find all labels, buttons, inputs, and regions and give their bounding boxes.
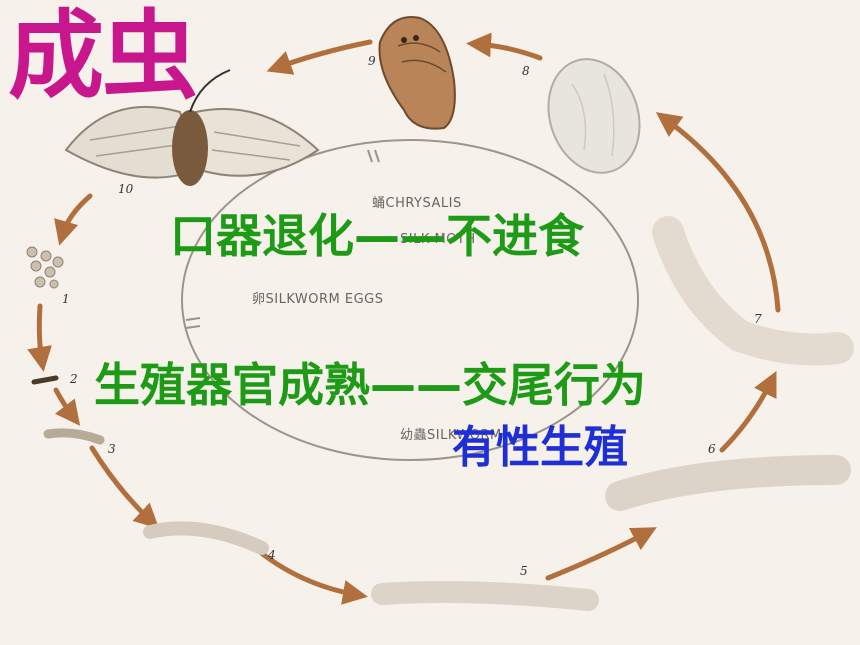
stage-number-7: 7 <box>754 312 762 326</box>
annotation-mouthparts: 口器退化——不进食 <box>170 209 584 263</box>
arrow-6-to-7 <box>719 371 777 453</box>
stage-number-8: 8 <box>522 64 530 78</box>
arrow-9-to-10 <box>266 39 373 75</box>
stage-number-10: 10 <box>118 182 134 196</box>
larva-stage-4 <box>143 521 269 555</box>
annotation-reproductive: 生殖器官成熟——交尾行为 <box>94 358 646 412</box>
larva-stage-5 <box>371 581 599 611</box>
larva-stage-6 <box>605 455 851 511</box>
inner-cycle-circle <box>181 139 639 461</box>
stage-number-5: 5 <box>520 564 528 578</box>
eggs-illustration <box>26 246 64 289</box>
stage-number-2: 2 <box>70 372 78 386</box>
arrow-2-to-3 <box>53 387 81 426</box>
circle-tick-marks <box>185 149 380 329</box>
pupa-illustration <box>378 16 456 130</box>
larva-stage-3 <box>43 428 105 445</box>
stage-number-9: 9 <box>368 54 376 68</box>
arrow-3-to-4 <box>89 445 160 529</box>
larva-stage-7 <box>652 216 854 366</box>
stage-number-3: 3 <box>108 442 116 456</box>
annotation-sexual-reproduction: 有性生殖 <box>452 422 628 473</box>
arrow-10-to-1 <box>54 193 93 246</box>
inner-label-silkworm-eggs: 卵SILKWORM EGGS <box>252 292 384 307</box>
arrow-5-to-6 <box>545 527 657 581</box>
stage-number-6: 6 <box>708 442 716 456</box>
inner-label-chrysalis: 蛹CHRYSALIS <box>372 196 462 211</box>
arrow-8-to-9 <box>466 32 543 61</box>
cycle-arrows <box>27 32 781 605</box>
stage-number-1: 1 <box>62 292 70 306</box>
cocoon-illustration <box>547 58 641 174</box>
arrow-4-to-5 <box>252 545 368 605</box>
inner-label-silk-moth: SILK MOTH <box>400 232 476 247</box>
stage-number-4: 4 <box>268 548 276 562</box>
inner-label-larva: 幼蟲SILKWORM <box>400 428 502 443</box>
larva-stage-2 <box>31 375 59 385</box>
arrow-1-to-2 <box>27 303 52 372</box>
larvae-illustrations <box>31 216 854 611</box>
arrow-7-to-8 <box>655 112 781 313</box>
moth-illustration <box>64 69 320 186</box>
slide-title: 成虫 <box>8 0 198 112</box>
